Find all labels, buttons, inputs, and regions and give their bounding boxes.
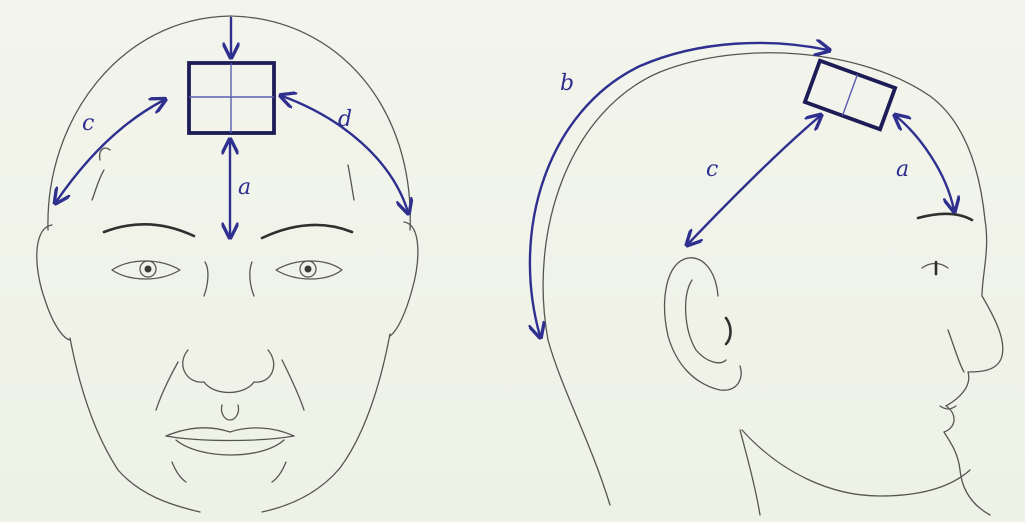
front-lip-line: [166, 436, 294, 441]
front-lower-lip: [176, 440, 284, 455]
side-neck-front: [740, 430, 760, 515]
front-label-a: a: [238, 175, 251, 200]
front-jaw-right: [262, 334, 390, 512]
side-ear-top: [688, 258, 718, 296]
front-nose-bridge-right: [250, 262, 254, 296]
side-eyebrow: [918, 214, 972, 220]
front-left-ear: [37, 225, 70, 340]
front-chin-right: [272, 462, 286, 482]
front-right-ear: [390, 222, 418, 336]
side-jaw: [742, 430, 970, 496]
side-view-head: [543, 53, 1003, 515]
front-left-eye: [112, 261, 180, 279]
front-left-eyebrow: [104, 224, 194, 236]
side-cheek-line: [948, 330, 964, 372]
front-label-d: d: [338, 107, 352, 132]
front-right-eyebrow: [262, 225, 352, 238]
side-face-profile: [944, 220, 1003, 515]
front-nose-bridge-left: [204, 262, 208, 296]
front-arrow-c: [56, 100, 164, 202]
side-head-outline: [543, 53, 985, 340]
side-label-b: b: [560, 71, 574, 96]
front-nose: [183, 350, 274, 393]
side-ear-canal: [726, 318, 731, 344]
front-right-eye: [276, 261, 342, 279]
front-upper-lip: [166, 428, 294, 436]
front-nasolabial-right: [282, 360, 304, 410]
front-temple-left: [92, 170, 104, 200]
front-chin-left: [172, 462, 186, 482]
side-ear-inner: [686, 280, 726, 363]
front-hairline: [100, 148, 110, 160]
side-neck-back: [548, 340, 610, 505]
front-label-c: c: [82, 111, 94, 136]
front-electrode-square: [189, 63, 274, 133]
side-arrow-b: [530, 43, 828, 336]
front-philtrum: [221, 405, 238, 420]
side-label-a: a: [896, 157, 909, 182]
side-label-c: c: [706, 157, 718, 182]
front-view-head: [37, 16, 418, 512]
front-nasolabial-left: [156, 362, 178, 410]
front-temple-right: [348, 165, 354, 200]
front-jaw-left: [70, 338, 200, 512]
